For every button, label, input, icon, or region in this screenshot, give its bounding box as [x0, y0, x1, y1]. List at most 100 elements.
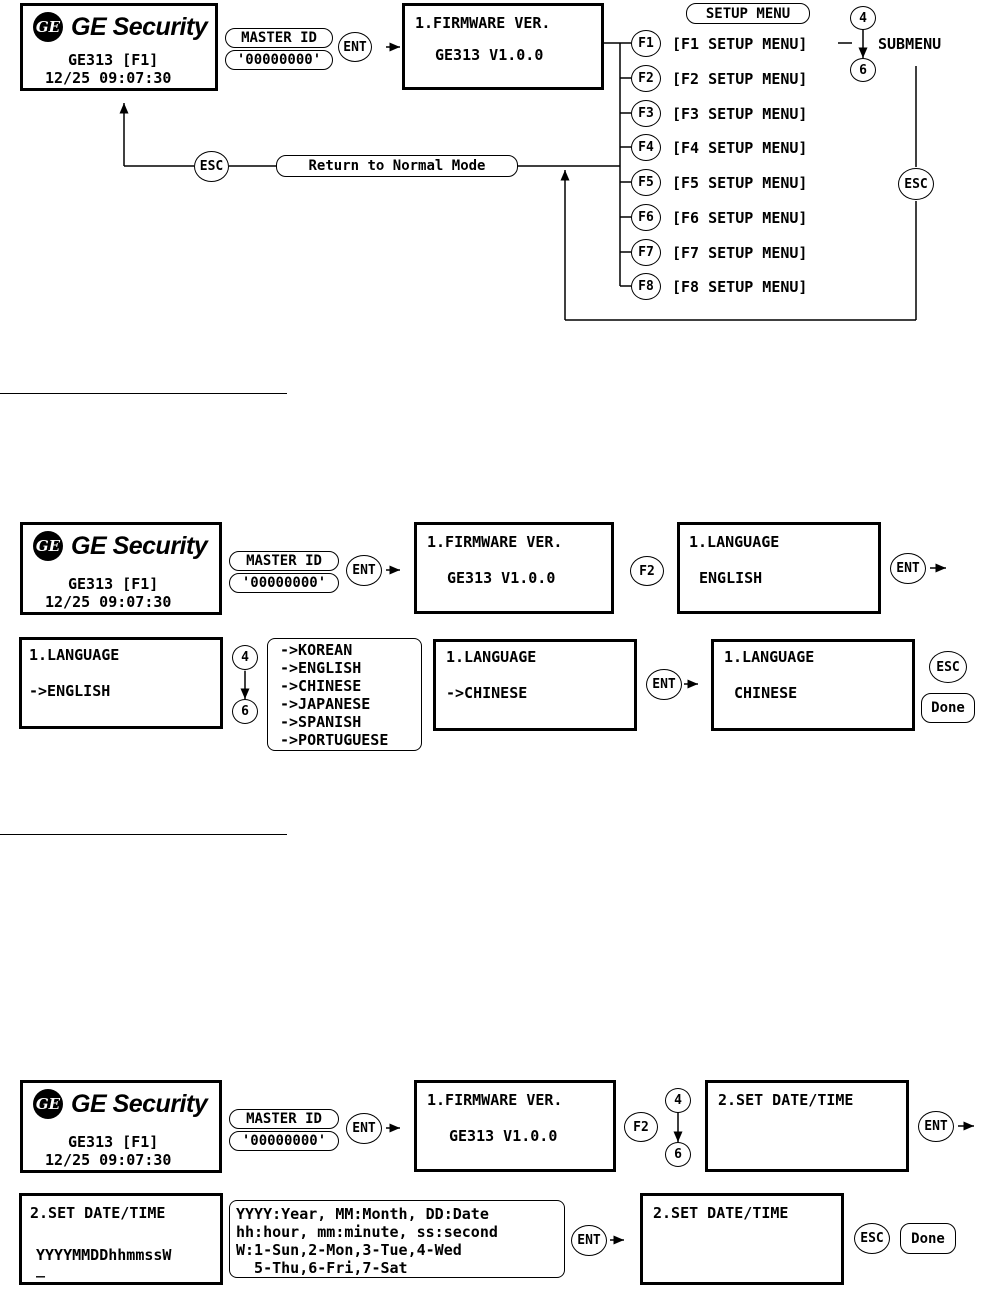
date-format: YYYYMMDDhhmmssW: [36, 1246, 172, 1264]
fkey-f5[interactable]: F5: [631, 169, 661, 196]
date-title: 2.SET DATE/TIME: [30, 1204, 166, 1222]
firmware-screen-2: 1.FIRMWARE VER. GE313 V1.0.0: [414, 522, 614, 614]
option-english: ->ENGLISH: [280, 659, 362, 677]
home-model: GE313 [F1]: [68, 1133, 159, 1151]
language-title: 1.LANGUAGE: [689, 533, 780, 551]
esc-key-return[interactable]: ESC: [194, 151, 229, 182]
language-selection: ->CHINESE: [446, 684, 528, 702]
home-screen: GE GE Security GE313 [F1] 12/25 09:07:30: [20, 3, 218, 91]
ge-logo-icon: GE: [33, 12, 63, 42]
language-screen-2: 1.LANGUAGE ->ENGLISH: [19, 637, 223, 729]
firmware-version: GE313 V1.0.0: [447, 569, 556, 587]
option-portuguese: ->PORTUGUESE: [280, 731, 389, 749]
key-6[interactable]: 6: [850, 58, 876, 82]
ge-logo-icon: GE: [33, 1089, 63, 1119]
brand: GE GE Security: [33, 531, 208, 561]
brand: GE GE Security: [33, 12, 208, 42]
fkey-f4[interactable]: F4: [631, 134, 661, 161]
fkey-f3-menu: [F3 SETUP MENU]: [672, 105, 808, 123]
fkey-f2-menu: [F2 SETUP MENU]: [672, 70, 808, 88]
option-chinese: ->CHINESE: [280, 677, 362, 695]
fkey-f6-menu: [F6 SETUP MENU]: [672, 209, 808, 227]
date-cursor: _: [36, 1260, 46, 1278]
fkey-f6[interactable]: F6: [631, 204, 661, 231]
f2-key[interactable]: F2: [630, 556, 664, 586]
brand: GE GE Security: [33, 1089, 208, 1119]
return-normal-mode-label: Return to Normal Mode: [276, 155, 518, 177]
home-model: GE313 [F1]: [68, 51, 159, 69]
date-screen-2: 2.SET DATE/TIME YYYYMMDDhhmmssW _: [19, 1193, 223, 1285]
language-value: ENGLISH: [699, 569, 763, 587]
firmware-version: GE313 V1.0.0: [449, 1127, 558, 1145]
firmware-title: 1.FIRMWARE VER.: [415, 14, 551, 32]
master-id-value: '00000000': [229, 573, 339, 593]
ent-key[interactable]: ENT: [338, 32, 372, 62]
fkey-f2[interactable]: F2: [631, 65, 661, 92]
esc-key-submenu[interactable]: ESC: [898, 168, 934, 200]
key-6[interactable]: 6: [665, 1142, 691, 1167]
ent-key[interactable]: ENT: [918, 1111, 954, 1142]
ent-key[interactable]: ENT: [346, 1113, 382, 1144]
brand-name: GE Security: [71, 1089, 208, 1118]
legend-line-1: YYYY:Year, MM:Month, DD:Date: [236, 1205, 489, 1223]
date-screen-3: 2.SET DATE/TIME: [640, 1193, 844, 1285]
fkey-f8[interactable]: F8: [631, 273, 661, 300]
key-4[interactable]: 4: [232, 645, 258, 670]
home-screen-3: GE GE Security GE313 [F1] 12/25 09:07:30: [20, 1080, 222, 1173]
ent-key[interactable]: ENT: [571, 1225, 607, 1256]
esc-key[interactable]: ESC: [854, 1223, 890, 1254]
ent-key[interactable]: ENT: [346, 555, 382, 586]
fkey-f7-menu: [F7 SETUP MENU]: [672, 244, 808, 262]
ent-key[interactable]: ENT: [646, 669, 682, 700]
fkey-f1-menu: [F1 SETUP MENU]: [672, 35, 808, 53]
firmware-screen-3: 1.FIRMWARE VER. GE313 V1.0.0: [414, 1080, 616, 1172]
brand-name: GE Security: [71, 531, 208, 560]
home-model: GE313 [F1]: [68, 575, 159, 593]
language-screen-4: 1.LANGUAGE CHINESE: [711, 639, 915, 731]
ge-logo-icon: GE: [33, 531, 63, 561]
fkey-f4-menu: [F4 SETUP MENU]: [672, 139, 808, 157]
language-options-list: ->KOREAN ->ENGLISH ->CHINESE ->JAPANESE …: [267, 638, 422, 751]
option-korean: ->KOREAN: [280, 641, 353, 659]
key-4[interactable]: 4: [665, 1088, 691, 1113]
date-format-legend: YYYY:Year, MM:Month, DD:Date hh:hour, mm…: [229, 1200, 565, 1278]
firmware-screen: 1.FIRMWARE VER. GE313 V1.0.0: [402, 3, 604, 90]
option-japanese: ->JAPANESE: [280, 695, 371, 713]
language-title: 1.LANGUAGE: [29, 646, 120, 664]
master-id-label: MASTER ID: [229, 551, 339, 571]
master-id-value: '00000000': [229, 1131, 339, 1151]
home-screen-2: GE GE Security GE313 [F1] 12/25 09:07:30: [20, 522, 222, 615]
date-screen-1: 2.SET DATE/TIME: [705, 1080, 909, 1172]
setup-menu-label: SETUP MENU: [686, 3, 810, 24]
key-6[interactable]: 6: [232, 699, 258, 724]
fkey-f8-menu: [F8 SETUP MENU]: [672, 278, 808, 296]
firmware-version: GE313 V1.0.0: [435, 46, 544, 64]
ent-key[interactable]: ENT: [890, 553, 926, 584]
brand-name: GE Security: [71, 12, 208, 41]
legend-line-4: 5-Thu,6-Fri,7-Sat: [236, 1259, 408, 1277]
done-label: Done: [921, 693, 975, 723]
legend-line-2: hh:hour, mm:minute, ss:second: [236, 1223, 498, 1241]
submenu-label: SUBMENU: [878, 35, 942, 53]
fkey-f3[interactable]: F3: [631, 100, 661, 127]
language-selection: ->ENGLISH: [29, 682, 111, 700]
esc-key[interactable]: ESC: [929, 651, 967, 683]
master-id-label: MASTER ID: [229, 1109, 339, 1129]
home-datetime: 12/25 09:07:30: [45, 1151, 172, 1169]
fkey-f1[interactable]: F1: [631, 30, 661, 57]
language-title: 1.LANGUAGE: [446, 648, 537, 666]
f2-key[interactable]: F2: [624, 1112, 658, 1142]
home-datetime: 12/25 09:07:30: [45, 593, 172, 611]
key-4[interactable]: 4: [850, 6, 876, 30]
section-divider-1: [0, 393, 287, 394]
language-title: 1.LANGUAGE: [724, 648, 815, 666]
firmware-title: 1.FIRMWARE VER.: [427, 1091, 563, 1109]
master-id-label: MASTER ID: [225, 28, 333, 48]
home-datetime: 12/25 09:07:30: [45, 69, 172, 87]
master-id-value: '00000000': [225, 50, 333, 70]
language-value: CHINESE: [734, 684, 798, 702]
fkey-f7[interactable]: F7: [631, 239, 661, 266]
language-screen-1: 1.LANGUAGE ENGLISH: [677, 522, 881, 614]
done-label: Done: [900, 1223, 956, 1254]
